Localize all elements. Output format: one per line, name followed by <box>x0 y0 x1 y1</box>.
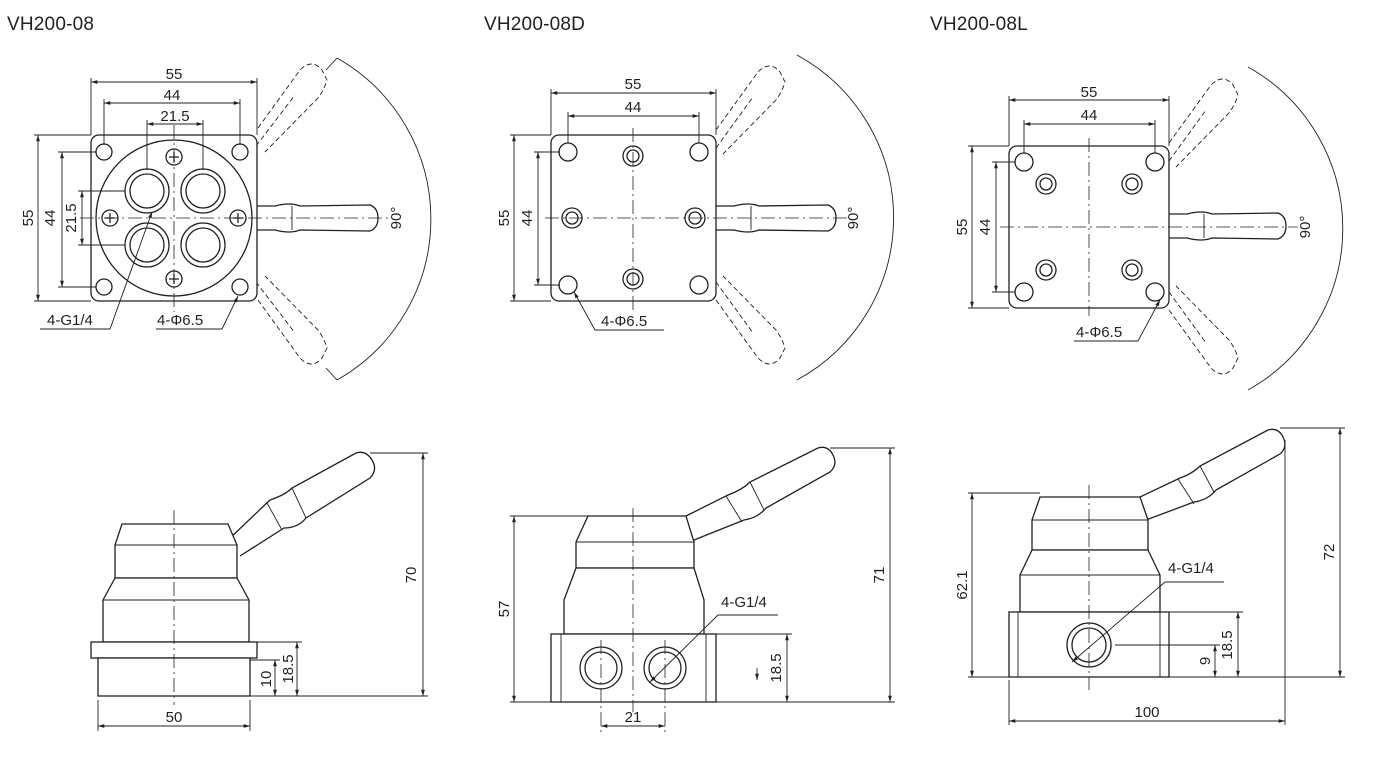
callout-ports: 4-G1/4 <box>47 312 93 329</box>
vh200-08-side-dim-labels: 70 10 18.5 50 <box>166 567 420 726</box>
dim-71-height: 71 <box>871 567 888 584</box>
dim-18-5: 18.5 <box>768 653 785 682</box>
dim-18-5: 18.5 <box>1219 630 1236 659</box>
dim-21-5-height: 21.5 <box>63 203 80 232</box>
vh200-08-top-dim-labels: 55 44 21.5 55 44 21.5 90° 4-G1/4 4-Φ6.5 <box>20 66 405 329</box>
dim-50-width: 50 <box>166 709 183 726</box>
model-title-vh200-08l: VH200-08L <box>930 14 1028 35</box>
dim-72-height: 72 <box>1321 544 1338 561</box>
dim-55-height: 55 <box>496 210 513 227</box>
vh200-08d-top-dim-labels: 55 44 55 44 90° 4-Φ6.5 <box>496 76 862 330</box>
vh200-08-top-view <box>34 57 432 381</box>
angle-label: 90° <box>388 207 405 230</box>
dim-57-height: 57 <box>496 601 513 618</box>
callout-holes: 4-Φ6.5 <box>1076 324 1122 341</box>
dim-55-width: 55 <box>166 66 183 83</box>
dim-44-height: 44 <box>977 219 994 236</box>
vh200-08l-top-dim-labels: 55 44 55 44 90° 4-Φ6.5 <box>954 84 1314 341</box>
angle-label: 90° <box>1297 216 1314 239</box>
vh200-08d-side-dim-labels: 57 71 18.5 21 4-G1/4 <box>496 567 888 726</box>
dim-44-width: 44 <box>164 87 181 104</box>
callout-holes: 4-Φ6.5 <box>157 312 203 329</box>
swing-arc <box>336 57 432 381</box>
dim-21-5-width: 21.5 <box>160 108 189 125</box>
vh200-08-side-view <box>90 451 428 731</box>
dim-21-spacing: 21 <box>625 709 642 726</box>
callout-holes: 4-Φ6.5 <box>601 313 647 330</box>
swing-arc <box>796 54 895 381</box>
dim-44-height: 44 <box>42 210 59 227</box>
dim-100-width: 100 <box>1134 704 1159 721</box>
model-title-vh200-08: VH200-08 <box>7 14 95 35</box>
vh200-08l-side-dim-labels: 62.1 72 18.5 9 100 4-G1/4 <box>954 544 1338 721</box>
vh200-08d-top-view <box>510 54 895 381</box>
swing-arc <box>1247 66 1344 391</box>
angle-label: 90° <box>845 207 862 230</box>
model-title-vh200-08d: VH200-08D <box>484 14 586 35</box>
vh200-08l-side-view <box>968 427 1345 725</box>
dim-44-width: 44 <box>1081 107 1098 124</box>
dim-55-height: 55 <box>954 219 971 236</box>
dim-70-height: 70 <box>403 567 420 584</box>
vh200-08d-side-view <box>510 446 895 735</box>
dim-55-width: 55 <box>1081 84 1098 101</box>
callout-ports: 4-G1/4 <box>721 594 767 611</box>
dim-62-1-height: 62.1 <box>954 570 971 599</box>
callout-ports: 4-G1/4 <box>1168 560 1214 577</box>
dim-55-height: 55 <box>20 210 37 227</box>
dim-9: 9 <box>1197 657 1214 665</box>
dim-44-width: 44 <box>625 99 642 116</box>
dim-55-width: 55 <box>625 76 642 93</box>
dim-18-5: 18.5 <box>280 654 297 683</box>
dim-44-height: 44 <box>519 210 536 227</box>
dim-10: 10 <box>258 671 275 688</box>
vh200-08l-top-view <box>968 66 1344 391</box>
